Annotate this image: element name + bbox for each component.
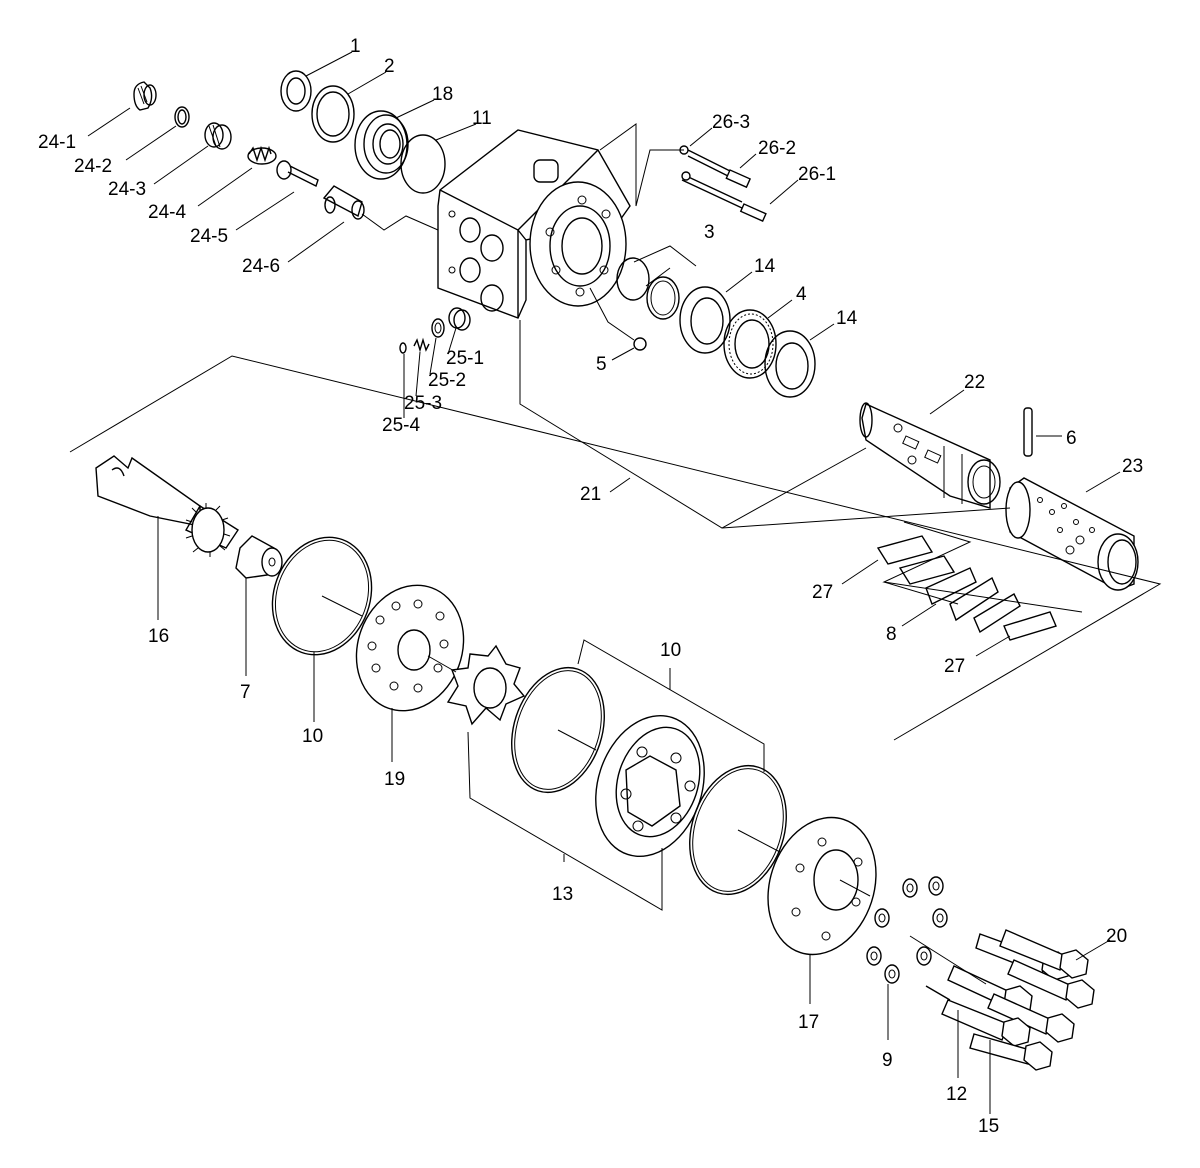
callout-25-3: 25-3 (404, 393, 442, 414)
callout-10-b: 10 (660, 640, 681, 661)
part-12-pin (925, 985, 951, 1001)
callout-5: 5 (596, 354, 607, 375)
callout-4: 4 (796, 284, 807, 305)
callout-18: 18 (432, 84, 453, 105)
part-11-o-ring (400, 134, 446, 194)
part-9-washers (866, 876, 948, 984)
callout-14-b: 14 (836, 308, 858, 329)
callout-12: 12 (946, 1084, 967, 1105)
callout-27-a: 27 (812, 582, 833, 603)
part-5-ball (589, 287, 647, 351)
callout-10-a: 10 (302, 726, 323, 747)
part-15-bolts (941, 965, 1075, 1071)
callout-14-a: 14 (754, 256, 776, 277)
callout-9: 9 (882, 1050, 893, 1071)
part-17-end-cover (767, 816, 877, 956)
part-19-plate (355, 584, 465, 712)
main-housing-body (437, 129, 631, 319)
part-13-rotor (446, 644, 526, 726)
part-16-spline-gear (185, 503, 231, 557)
callout-20: 20 (1106, 926, 1127, 947)
callout-13: 13 (552, 884, 573, 905)
part-10-o-ring-a (271, 536, 373, 656)
part-6-pin (1023, 407, 1033, 457)
callout-25-4: 25-4 (382, 415, 420, 436)
part-20-bolts (975, 929, 1095, 1009)
part-10-o-ring-b (511, 666, 605, 794)
part-25-1-cap (448, 307, 471, 331)
callout-25-2: 25-2 (428, 370, 466, 391)
callout-2: 2 (384, 56, 395, 77)
part-4-needle-bearing (723, 309, 777, 379)
callout-24-6: 24-6 (242, 256, 280, 277)
part-22-spool (859, 402, 1001, 509)
part-3-rings (616, 257, 680, 320)
callout-7: 7 (240, 682, 251, 703)
callout-26-3: 26-3 (712, 112, 750, 133)
part-26-1-pin (681, 173, 767, 222)
part-26-3-pin (679, 145, 691, 181)
callout-16: 16 (148, 626, 169, 647)
part-27-8-spring-plates (876, 535, 1057, 641)
callout-labels: 1 2 18 11 24-1 24-2 24-3 24-4 24-5 24-6 … (38, 36, 1143, 1137)
callout-11: 11 (472, 108, 492, 129)
callout-27-b: 27 (944, 656, 965, 677)
part-18-bearing (354, 110, 409, 180)
callout-24-5: 24-5 (190, 226, 228, 247)
part-24-6-housing (322, 185, 365, 220)
callout-24-1: 24-1 (38, 132, 76, 153)
callout-24-2: 24-2 (74, 156, 112, 177)
part-23-sleeve (1005, 477, 1139, 591)
callout-25-1: 25-1 (446, 348, 484, 369)
callout-17: 17 (798, 1012, 819, 1033)
part-14-thrust-washer-b (764, 330, 816, 398)
part-2-ring (311, 85, 355, 143)
part-25-2-washer (431, 318, 445, 338)
callout-6: 6 (1066, 428, 1077, 449)
part-24-1-plug (133, 81, 157, 111)
leader-lines (69, 51, 1162, 1114)
callout-22: 22 (964, 372, 985, 393)
callout-19: 19 (384, 769, 405, 790)
callout-8: 8 (886, 624, 897, 645)
part-25-3-spring (413, 337, 430, 353)
callout-24-3: 24-3 (108, 179, 146, 200)
part-10-o-ring-c (689, 764, 787, 896)
part-7-bushing (235, 535, 283, 579)
callout-23: 23 (1122, 456, 1143, 477)
part-26-2-pin (687, 149, 752, 189)
part-25-4-ball (399, 342, 407, 354)
part-24-3-nut (204, 122, 232, 150)
part-24-2-washer (174, 106, 190, 128)
part-24-4-spring (247, 145, 277, 165)
callout-1: 1 (350, 36, 361, 57)
part-24-5-poppet (276, 160, 319, 187)
part-13-stator (595, 714, 705, 858)
part-1-seal (280, 70, 312, 112)
callout-3: 3 (704, 222, 715, 243)
callout-15: 15 (978, 1116, 999, 1137)
callout-24-4: 24-4 (148, 202, 186, 223)
callout-21: 21 (580, 484, 601, 505)
part-14-thrust-washer-a (679, 286, 731, 354)
callout-26-1: 26-1 (798, 164, 836, 185)
callout-26-2: 26-2 (758, 138, 796, 159)
